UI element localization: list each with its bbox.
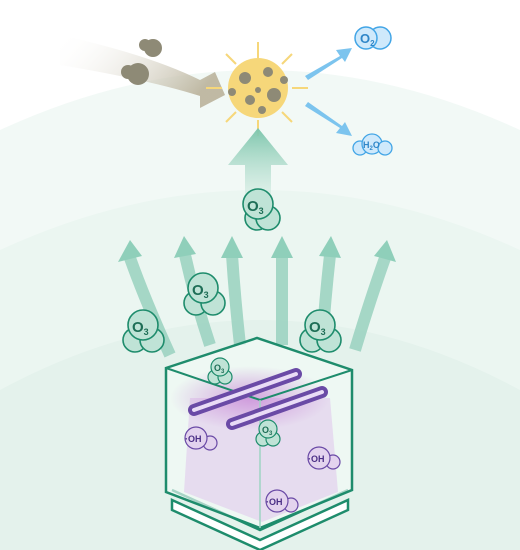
svg-text:·OH: ·OH xyxy=(308,454,325,464)
reaction-burst xyxy=(206,42,308,136)
hydroxyl-radical-icon: ·OH xyxy=(307,446,341,470)
svg-text:·OH: ·OH xyxy=(185,434,202,444)
svg-text:O3: O3 xyxy=(309,319,326,337)
ozone-molecule-icon: O3 xyxy=(122,309,165,353)
water-molecule-icon: H2O xyxy=(352,133,393,156)
central-up-arrow xyxy=(228,128,288,215)
svg-text:O3: O3 xyxy=(247,198,264,216)
output-arrows xyxy=(305,48,352,136)
uv-lamp-icon xyxy=(188,368,302,416)
svg-text:H2O: H2O xyxy=(363,140,380,152)
svg-text:·OH: ·OH xyxy=(266,497,283,507)
ozone-molecule-icon: O3 xyxy=(207,357,233,385)
svg-text:O3: O3 xyxy=(192,282,209,300)
svg-text:O3: O3 xyxy=(262,425,273,437)
hydroxyl-radical-icon: ·OH xyxy=(184,426,218,451)
oxygen-molecule-icon: O2 xyxy=(354,26,392,50)
svg-text:O3: O3 xyxy=(132,319,149,337)
pollutant-stream xyxy=(60,35,225,108)
ozone-molecule-icon: O3 xyxy=(255,419,281,447)
ozone-molecule-icon: O3 xyxy=(183,272,226,316)
ozone-molecule-icon: O3 xyxy=(299,309,342,353)
hydroxyl-radical-icon: ·OH xyxy=(265,489,299,513)
svg-text:O2: O2 xyxy=(360,31,375,48)
ozone-molecule-icon: O3 xyxy=(242,188,281,231)
uv-lamp-icon xyxy=(226,386,328,430)
ozone-flow-arrowheads xyxy=(118,236,396,262)
svg-text:O3: O3 xyxy=(214,363,225,375)
